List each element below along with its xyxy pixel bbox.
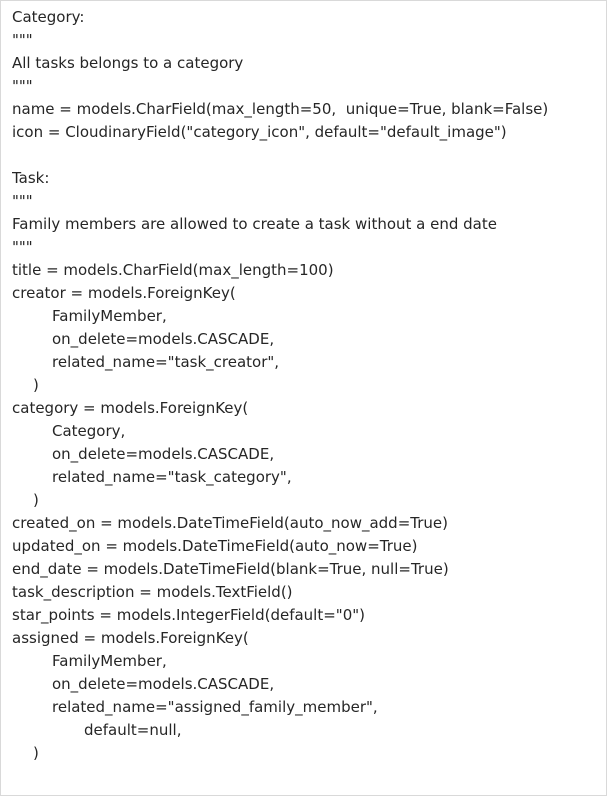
- text-line: ): [33, 744, 39, 762]
- text-line: on_delete=models.CASCADE,: [52, 330, 275, 348]
- text-line: Task:: [12, 169, 50, 187]
- text-line: """: [12, 31, 33, 49]
- text-line: default=null,: [84, 721, 182, 739]
- text-line: on_delete=models.CASCADE,: [52, 675, 275, 693]
- text-line: task_description = models.TextField(): [12, 583, 293, 601]
- text-line: end_date = models.DateTimeField(blank=Tr…: [12, 560, 449, 578]
- text-line: category = models.ForeignKey(: [12, 399, 249, 417]
- text-line: ): [33, 491, 39, 509]
- text-line: star_points = models.IntegerField(defaul…: [12, 606, 365, 624]
- text-line: FamilyMember,: [52, 307, 167, 325]
- text-line: assigned = models.ForeignKey(: [12, 629, 249, 647]
- text-line: created_on = models.DateTimeField(auto_n…: [12, 514, 448, 532]
- text-line: related_name="task_category",: [52, 468, 292, 486]
- text-line: FamilyMember,: [52, 652, 167, 670]
- text-line: related_name="assigned_family_member",: [52, 698, 378, 716]
- text-line: creator = models.ForeignKey(: [12, 284, 236, 302]
- code-text-block: Category: """ All tasks belongs to a categ…: [12, 6, 602, 765]
- text-line: """: [12, 238, 33, 256]
- text-line: """: [12, 77, 33, 95]
- text-line: related_name="task_creator",: [52, 353, 280, 371]
- text-line: title = models.CharField(max_length=100): [12, 261, 334, 279]
- text-line: Category,: [52, 422, 126, 440]
- text-line: on_delete=models.CASCADE,: [52, 445, 275, 463]
- text-line: """: [12, 192, 33, 210]
- text-line: Category:: [12, 8, 85, 26]
- text-line: [12, 144, 602, 167]
- text-line: Family members are allowed to create a t…: [12, 215, 497, 233]
- text-line: updated_on = models.DateTimeField(auto_n…: [12, 537, 418, 555]
- text-line: name = models.CharField(max_length=50, u…: [12, 100, 549, 118]
- text-line: ): [33, 376, 39, 394]
- text-line: icon = CloudinaryField("category_icon", …: [12, 123, 507, 141]
- text-line: All tasks belongs to a category: [12, 54, 244, 72]
